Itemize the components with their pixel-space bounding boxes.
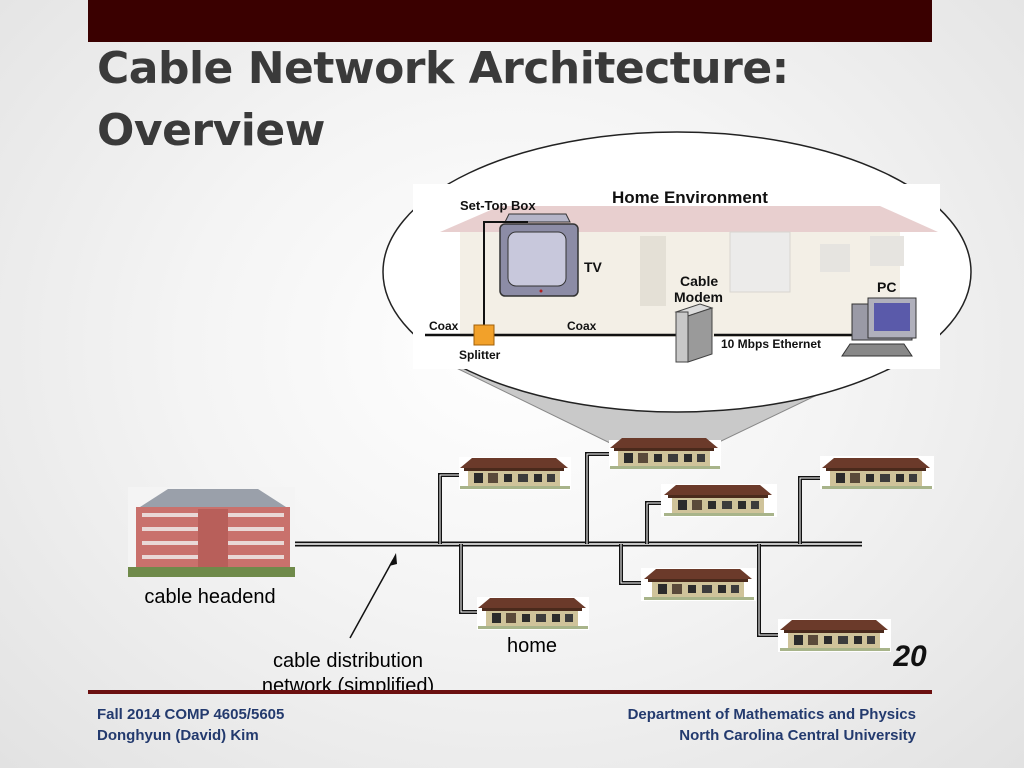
distribution-label-line-2: network (simplified) — [261, 675, 435, 694]
cable-modem-label-2: Modem — [674, 289, 723, 305]
cable-headend-label: cable headend — [144, 586, 276, 608]
home-environment-title: Home Environment — [612, 188, 768, 207]
home-label: home — [506, 635, 558, 657]
tv-label: TV — [584, 259, 603, 275]
home-house-1 — [459, 457, 571, 490]
distribution-label-line-1: cable distribution — [272, 650, 424, 672]
home-house-3 — [661, 484, 777, 517]
footer-author: Donghyun (David) Kim — [97, 727, 259, 744]
cable-modem-icon — [674, 303, 714, 363]
title-line-2: Overview — [97, 105, 325, 156]
cable-modem-label-1: Cable — [680, 273, 718, 289]
home-house-7 — [778, 619, 891, 652]
set-top-box-label: Set-Top Box — [460, 198, 536, 213]
coax-label-left: Coax — [429, 319, 459, 333]
pc-icon — [841, 297, 917, 357]
home-house-5 — [477, 597, 589, 630]
distribution-network — [295, 452, 862, 637]
top-banner — [88, 0, 932, 42]
splitter-label: Splitter — [459, 348, 501, 362]
slide-title: Cable Network Architecture: Overview — [97, 38, 857, 162]
footer-course: Fall 2014 COMP 4605/5605 — [97, 706, 285, 723]
distribution-arrow — [349, 553, 397, 639]
coax-label-right: Coax — [567, 319, 597, 333]
slide-number: 20 — [893, 640, 927, 673]
home-house-6 — [641, 568, 756, 601]
footer-rule — [88, 690, 932, 694]
home-house-4 — [820, 456, 934, 489]
footer-university: North Carolina Central University — [679, 727, 916, 744]
home-environment-inset: Home Environment Set-Top Box TV Cable Mo… — [413, 184, 940, 369]
home-house-2 — [609, 438, 721, 469]
ethernet-label: 10 Mbps Ethernet — [721, 337, 821, 351]
footer-department: Department of Mathematics and Physics — [627, 706, 916, 723]
cable-distribution-label: cable distribution network (simplified) — [238, 649, 458, 694]
footer-right: Department of Mathematics and Physics No… — [628, 704, 916, 746]
tv-icon — [499, 213, 579, 297]
cable-headend-building — [128, 487, 295, 577]
splitter-icon — [473, 324, 495, 346]
title-line-1: Cable Network Architecture: — [97, 43, 789, 94]
footer-left: Fall 2014 COMP 4605/5605 Donghyun (David… — [97, 704, 284, 746]
pc-label: PC — [877, 279, 896, 295]
